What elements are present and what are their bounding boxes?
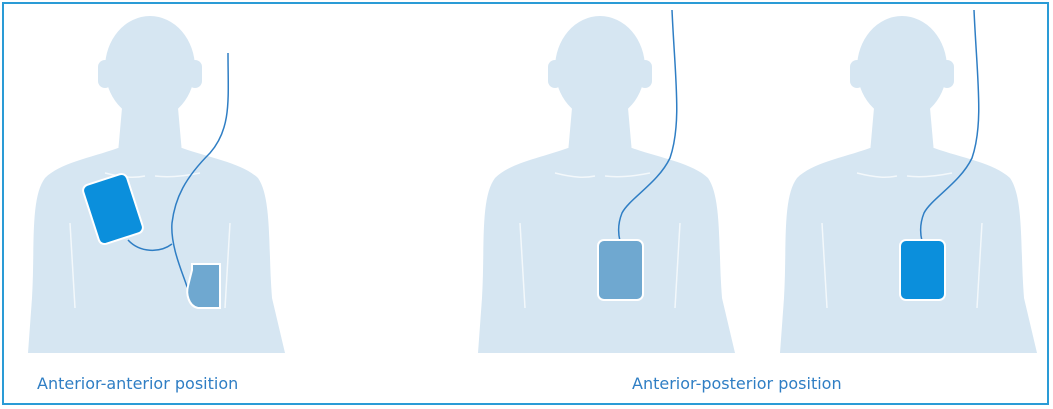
pad-front-center (900, 240, 945, 300)
pad-left-side (187, 264, 220, 308)
right-ear (188, 60, 202, 88)
neck (568, 108, 632, 153)
torso-silhouette (478, 16, 735, 353)
pad-back (598, 240, 643, 300)
left-ear (850, 60, 864, 88)
neck (118, 108, 182, 153)
head (555, 16, 645, 120)
head (857, 16, 947, 120)
torso-silhouette (28, 16, 285, 353)
caption-anterior-posterior: Anterior-posterior position (632, 374, 842, 393)
figure-anterior-posterior-front (762, 8, 1042, 358)
torso-silhouette (780, 16, 1037, 353)
right-ear (940, 60, 954, 88)
figure-anterior-posterior-back (460, 8, 740, 358)
head (105, 16, 195, 120)
left-ear (98, 60, 112, 88)
figure-anterior-anterior (10, 8, 290, 358)
neck (870, 108, 934, 153)
caption-anterior-anterior: Anterior-anterior position (37, 374, 238, 393)
right-ear (638, 60, 652, 88)
left-ear (548, 60, 562, 88)
